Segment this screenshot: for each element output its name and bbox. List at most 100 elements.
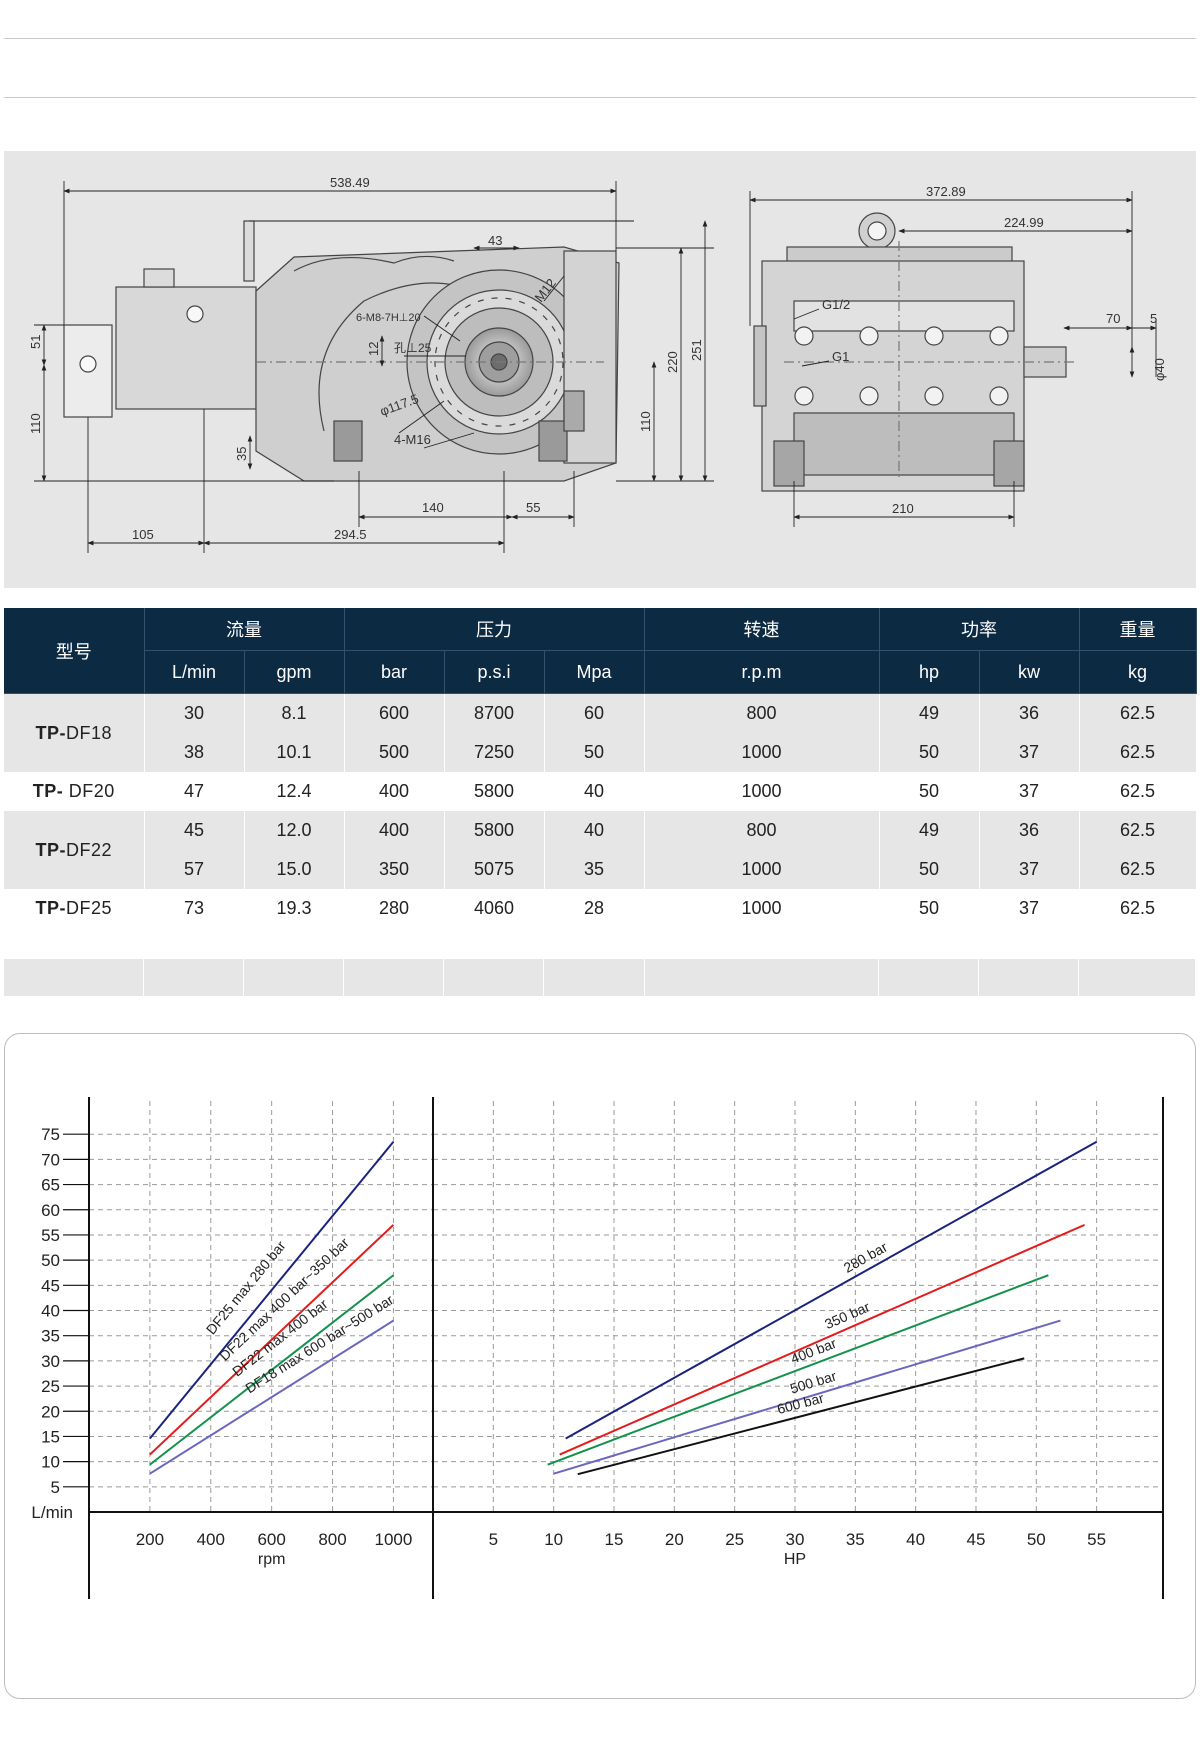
table-cell: 50 (544, 733, 645, 772)
pump-side-view (63, 220, 634, 482)
callout-hole-depth: 孔⊥25 (394, 341, 432, 355)
x-tick-label: 5 (489, 1530, 498, 1549)
table-cell: 60 (544, 693, 645, 733)
table-cell: 15.0 (244, 850, 345, 889)
table-cell: 5075 (444, 850, 545, 889)
dim-251: 251 (689, 339, 704, 361)
table-cell: 10.1 (244, 733, 345, 772)
dim-110-right: 110 (638, 411, 653, 432)
dim-35: 35 (234, 447, 249, 461)
callout-4-m16: 4-M16 (394, 432, 431, 447)
callout-g1: G1 (832, 349, 849, 364)
unit-psi: p.s.i (444, 650, 545, 694)
table-cell: 37 (979, 733, 1080, 772)
table-cell: 38 (144, 733, 245, 772)
x-tick-label: 1000 (375, 1530, 413, 1549)
model-prefix: TP- (35, 839, 66, 860)
table-cell: 19.3 (244, 889, 345, 928)
model-cell: TP-DF25 (4, 889, 145, 928)
y-tick-label: 25 (41, 1377, 60, 1396)
table-cell: 73 (144, 889, 245, 928)
table-cell: 49 (879, 811, 980, 850)
y-tick-label: 50 (41, 1251, 60, 1270)
x-tick-label: 600 (257, 1530, 285, 1549)
x-tick-label: 35 (846, 1530, 865, 1549)
model-cell: TP-DF22 (4, 811, 145, 889)
spec-table: 型号 流量 压力 转速 功率 重量 L/min gpm bar p.s.i Mp… (4, 608, 1197, 928)
dim-12: 12 (366, 342, 381, 356)
series-line (149, 1319, 394, 1475)
table-cell: 40 (544, 811, 645, 850)
header-flow: 流量 (144, 608, 345, 651)
table-cell: 800 (644, 811, 880, 850)
series-line (547, 1274, 1049, 1466)
table-cell: 62.5 (1079, 693, 1197, 733)
y-tick-label: 75 (41, 1125, 60, 1144)
dim-overall-length: 538.49 (330, 175, 370, 190)
model-prefix: TP- (35, 898, 66, 918)
dim-105: 105 (132, 527, 154, 542)
dim-55: 55 (526, 500, 540, 515)
dim-5: 5 (1150, 311, 1157, 326)
table-cell: 36 (979, 693, 1080, 733)
table-cell: 36 (979, 811, 1080, 850)
table-cell: 62.5 (1079, 772, 1197, 811)
x-tick-label: 20 (665, 1530, 684, 1549)
table-cell: 50 (879, 850, 980, 889)
table-cell: 47 (144, 772, 245, 811)
x-tick-label: 400 (197, 1530, 225, 1549)
table-cell: 8.1 (244, 693, 345, 733)
y-tick-label: 45 (41, 1276, 60, 1295)
table-cell: 35 (544, 850, 645, 889)
table-cell: 30 (144, 693, 245, 733)
table-cell: 50 (879, 889, 980, 928)
y-tick-label: 40 (41, 1302, 60, 1321)
model-name: DF18 (65, 722, 112, 743)
table-cell: 28 (544, 889, 645, 928)
table-cell: 12.4 (244, 772, 345, 811)
series-line (553, 1319, 1061, 1475)
table-cell: 62.5 (1079, 850, 1197, 889)
series-line (149, 1141, 395, 1440)
pump-end-view (753, 212, 1074, 492)
x-tick-label: 55 (1087, 1530, 1106, 1549)
unit-gpm: gpm (244, 650, 345, 694)
table-cell: 800 (644, 693, 880, 733)
table-cell: 280 (344, 889, 445, 928)
spare-row (4, 959, 1196, 996)
table-cell: 5800 (444, 811, 545, 850)
table-cell: 37 (979, 772, 1080, 811)
series-line (149, 1224, 395, 1456)
top-rule-2 (4, 97, 1196, 98)
header-model: 型号 (4, 608, 145, 694)
y-tick-label: 10 (41, 1453, 60, 1472)
series-label: 350 bar (822, 1298, 872, 1332)
x-tick-label: 45 (967, 1530, 986, 1549)
dim-phi-40: φ40 (1152, 358, 1167, 381)
table-cell: 40 (544, 772, 645, 811)
table-cell: 62.5 (1079, 733, 1197, 772)
unit-bar: bar (344, 650, 445, 694)
model-prefix: TP- (32, 781, 64, 801)
table-cell: 1000 (644, 889, 880, 928)
model-cell: TP- DF20 (4, 772, 145, 811)
x-tick-label: 30 (786, 1530, 805, 1549)
x-axis-label: rpm (258, 1551, 286, 1568)
y-tick-label: 5 (51, 1478, 60, 1497)
dim-210: 210 (892, 501, 914, 516)
model-cell: TP-DF18 (4, 693, 145, 772)
table-cell: 37 (979, 889, 1080, 928)
dim-51: 51 (28, 335, 43, 349)
table-cell: 1000 (644, 772, 880, 811)
table-cell: 5800 (444, 772, 545, 811)
table-cell: 350 (344, 850, 445, 889)
table-cell: 8700 (444, 693, 545, 733)
model-name: DF20 (63, 781, 115, 801)
y-tick-label: 70 (41, 1150, 60, 1169)
dim-224-99: 224.99 (1004, 215, 1044, 230)
header-pressure: 压力 (344, 608, 645, 651)
